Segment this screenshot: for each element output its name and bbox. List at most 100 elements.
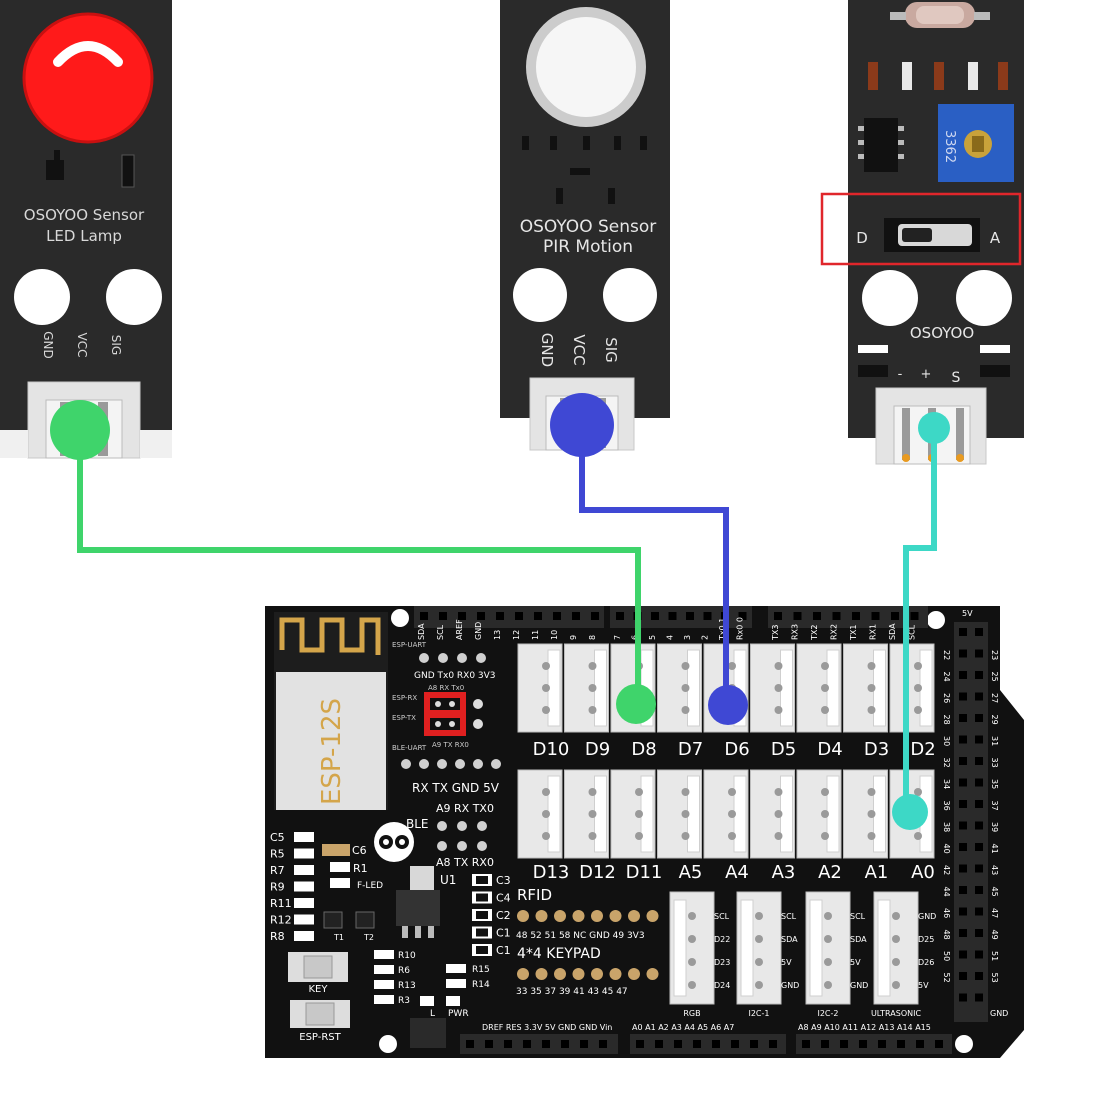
ble-uart-pin[interactable] (401, 759, 411, 769)
header-pin[interactable] (852, 612, 860, 620)
header-pin[interactable] (686, 612, 694, 620)
keypad-pin[interactable] (517, 968, 529, 980)
header-pin[interactable] (959, 907, 967, 916)
rfid-pin[interactable] (646, 910, 659, 922)
esp-uart-pin[interactable] (476, 653, 486, 663)
header-pin[interactable] (703, 612, 712, 620)
ble-pin[interactable] (457, 821, 467, 831)
header-pin[interactable] (975, 972, 983, 980)
rfid-pin[interactable] (591, 910, 603, 922)
header-pin[interactable] (959, 649, 967, 658)
header-pin[interactable] (561, 1040, 569, 1048)
rfid-pin[interactable] (609, 910, 622, 922)
esp-uart-pin[interactable] (438, 653, 448, 663)
header-pin[interactable] (504, 1040, 512, 1048)
header-pin[interactable] (959, 993, 967, 1002)
esp-uart-pin[interactable] (419, 653, 429, 663)
ble-pin[interactable] (457, 841, 467, 851)
header-pin[interactable] (959, 671, 967, 679)
header-pin[interactable] (897, 1040, 905, 1048)
header-pin[interactable] (959, 800, 967, 808)
header-pin[interactable] (572, 612, 580, 620)
header-pin[interactable] (738, 612, 747, 620)
header-pin[interactable] (655, 1040, 663, 1048)
keypad-pin[interactable] (609, 968, 622, 980)
header-pin[interactable] (975, 778, 983, 787)
ble-uart-pin[interactable] (437, 759, 447, 769)
header-pin[interactable] (975, 886, 983, 894)
ble-pin[interactable] (477, 841, 487, 851)
header-pin[interactable] (975, 907, 983, 916)
header-pin[interactable] (774, 612, 782, 620)
header-pin[interactable] (959, 692, 967, 701)
header-pin[interactable] (420, 612, 428, 620)
header-pin[interactable] (975, 628, 983, 636)
header-pin[interactable] (731, 1040, 739, 1048)
header-pin[interactable] (580, 1040, 588, 1048)
header-pin[interactable] (599, 1040, 607, 1048)
header-pin[interactable] (668, 612, 677, 620)
header-pin[interactable] (959, 843, 967, 851)
header-pin[interactable] (959, 778, 967, 787)
header-pin[interactable] (859, 1040, 867, 1048)
header-pin[interactable] (975, 843, 983, 851)
header-pin[interactable] (975, 821, 983, 830)
ble-uart-pin[interactable] (473, 759, 483, 769)
header-pin[interactable] (712, 1040, 720, 1048)
header-pin[interactable] (840, 1040, 848, 1048)
header-pin[interactable] (636, 1040, 644, 1048)
header-pin[interactable] (959, 972, 967, 980)
header-pin[interactable] (523, 1040, 531, 1048)
header-pin[interactable] (802, 1040, 810, 1048)
header-pin[interactable] (935, 1040, 943, 1048)
header-pin[interactable] (651, 612, 659, 620)
header-pin[interactable] (553, 612, 561, 620)
rfid-pin[interactable] (535, 910, 548, 922)
rfid-pin[interactable] (554, 910, 566, 922)
header-pin[interactable] (910, 612, 919, 620)
header-pin[interactable] (591, 612, 599, 620)
header-pin[interactable] (916, 1040, 924, 1048)
keypad-pin[interactable] (572, 968, 585, 980)
header-pin[interactable] (975, 671, 983, 679)
header-pin[interactable] (975, 757, 983, 765)
header-pin[interactable] (959, 950, 967, 959)
header-pin[interactable] (871, 612, 880, 620)
header-pin[interactable] (959, 757, 967, 765)
header-pin[interactable] (975, 692, 983, 701)
rfid-pin[interactable] (572, 910, 585, 922)
header-pin[interactable] (439, 612, 447, 620)
header-pin[interactable] (975, 864, 983, 873)
header-pin[interactable] (975, 929, 983, 937)
header-pin[interactable] (542, 1040, 550, 1048)
header-pin[interactable] (496, 612, 504, 620)
header-pin[interactable] (959, 735, 967, 744)
header-pin[interactable] (975, 714, 983, 722)
header-pin[interactable] (975, 735, 983, 744)
header-pin[interactable] (769, 1040, 777, 1048)
header-pin[interactable] (693, 1040, 701, 1048)
header-pin[interactable] (674, 1040, 682, 1048)
keypad-pin[interactable] (591, 968, 603, 980)
rfid-pin[interactable] (517, 910, 529, 922)
header-pin[interactable] (750, 1040, 758, 1048)
key-button[interactable] (303, 955, 333, 979)
ble-pin[interactable] (437, 821, 447, 831)
header-pin[interactable] (485, 1040, 493, 1048)
header-pin[interactable] (959, 628, 967, 636)
header-pin[interactable] (466, 1040, 474, 1048)
ble-uart-pin[interactable] (455, 759, 465, 769)
header-pin[interactable] (813, 612, 821, 620)
ble-uart-pin[interactable] (419, 759, 429, 769)
header-pin[interactable] (959, 929, 967, 937)
ble-pin[interactable] (437, 841, 447, 851)
header-pin[interactable] (891, 612, 899, 620)
esp-uart-pin[interactable] (457, 653, 467, 663)
ble-uart-pin[interactable] (491, 759, 501, 769)
header-pin[interactable] (832, 612, 841, 620)
header-pin[interactable] (959, 821, 967, 830)
rfid-pin[interactable] (628, 910, 640, 922)
header-pin[interactable] (458, 612, 466, 620)
keypad-pin[interactable] (535, 968, 548, 980)
header-pin[interactable] (975, 649, 983, 658)
